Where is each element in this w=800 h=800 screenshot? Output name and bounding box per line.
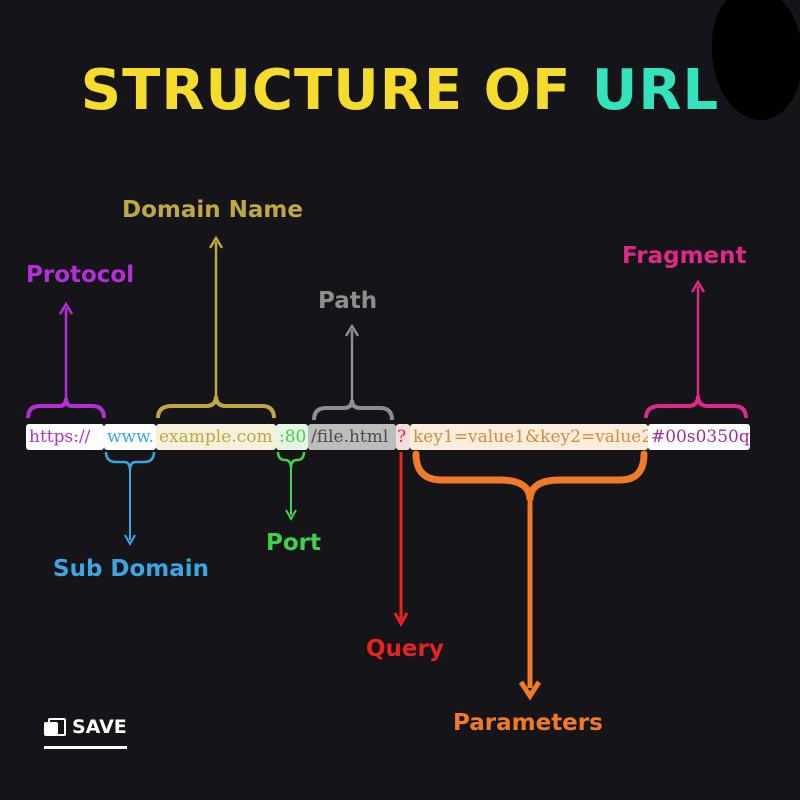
url-fragment: #00s0350q [648,424,750,450]
save-icon [44,718,66,736]
label-parameters: Parameters [453,710,603,736]
url-port: :80 [276,424,308,450]
corner-blob-decoration [712,0,800,120]
label-protocol: Protocol [26,262,135,288]
save-button[interactable]: SAVE [44,716,127,749]
path-brace [312,399,394,421]
url-parameters: key1=value1&key2=value2 [410,424,648,450]
label-domain-name: Domain Name [122,197,303,223]
url-protocol: https:// [26,424,104,450]
label-query: Query [366,636,444,662]
url-subdomain: www. [104,424,156,450]
save-label: SAVE [72,716,127,738]
port-brace [276,451,306,469]
label-fragment: Fragment [622,243,747,269]
url-domain: example.com [156,424,276,450]
protocol-brace [26,397,106,419]
url-query: ? [396,424,410,450]
page-title: STRUCTURE OF URL [80,58,720,123]
parameters-brace [412,450,648,501]
subdomain-brace [104,451,156,471]
label-port: Port [266,530,321,556]
label-sub-domain: Sub Domain [53,556,210,582]
label-path: Path [318,288,378,314]
fragment-brace [644,395,748,419]
url-path: /file.html [308,424,396,450]
domain-brace [156,395,276,419]
